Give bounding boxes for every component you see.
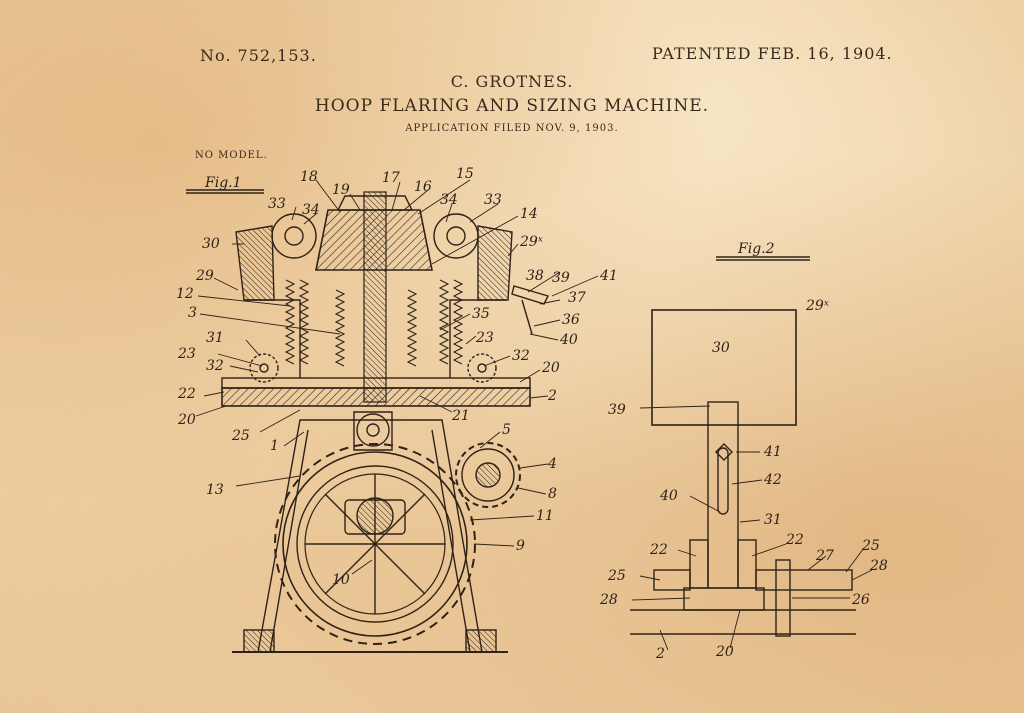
springs <box>284 279 464 367</box>
label-8: 8 <box>548 486 557 502</box>
application-filed: APPLICATION FILED NOV. 9, 1903. <box>405 123 619 134</box>
fig2-label-26: 26 <box>851 592 870 608</box>
fig2-label-28b: 28 <box>869 558 888 574</box>
label-29x: 29ˣ <box>519 234 543 250</box>
pinion-gear <box>455 442 521 508</box>
fig2-label-25a: 25 <box>607 568 626 584</box>
label-23b: 23 <box>475 330 494 346</box>
figure-1-labels: 15 17 16 18 19 33 34 34 33 14 30 29ˣ 29 … <box>176 166 618 588</box>
large-gear <box>274 443 476 645</box>
figure-1: Fig.1 <box>186 175 599 653</box>
label-17: 17 <box>382 170 400 186</box>
fig2-label-30: 30 <box>712 340 730 356</box>
figure-2: Fig.2 <box>630 241 873 651</box>
fig1-title: Fig.1 <box>204 175 242 191</box>
fig2-label-41: 41 <box>763 444 782 460</box>
label-36: 36 <box>562 312 580 328</box>
label-12: 12 <box>176 286 194 302</box>
label-40: 40 <box>559 332 578 348</box>
label-20a: 20 <box>541 360 560 376</box>
label-31: 31 <box>206 330 224 346</box>
label-37: 37 <box>568 290 586 306</box>
label-29: 29 <box>195 268 214 284</box>
patent-date: PATENTED FEB. 16, 1904. <box>652 44 893 63</box>
fig2-label-40: 40 <box>659 488 678 504</box>
label-38: 38 <box>526 268 544 284</box>
fig2-title: Fig.2 <box>737 241 775 257</box>
fig2-label-31: 31 <box>764 512 782 528</box>
label-16: 16 <box>414 179 432 195</box>
fig2-label-28a: 28 <box>599 592 618 608</box>
label-3: 3 <box>188 305 197 321</box>
label-33a: 33 <box>268 196 286 212</box>
fig2-label-22b: 22 <box>785 532 804 548</box>
label-19: 19 <box>332 182 350 198</box>
label-11: 11 <box>536 508 554 524</box>
label-1: 1 <box>270 438 279 454</box>
label-25: 25 <box>231 428 250 444</box>
patent-title: HOOP FLARING AND SIZING MACHINE. <box>314 96 710 116</box>
label-41: 41 <box>599 268 618 284</box>
label-21: 21 <box>451 408 470 424</box>
label-32b: 32 <box>512 348 530 364</box>
label-15: 15 <box>456 166 474 182</box>
label-9: 9 <box>516 538 525 554</box>
label-35: 35 <box>472 306 490 322</box>
fig2-label-2: 2 <box>655 646 665 662</box>
label-2: 2 <box>547 388 557 404</box>
fig2-label-20: 20 <box>715 644 734 660</box>
label-30: 30 <box>202 236 220 252</box>
label-33b: 33 <box>484 192 502 208</box>
label-34b: 34 <box>440 192 458 208</box>
label-39: 39 <box>552 270 570 286</box>
label-23a: 23 <box>177 346 196 362</box>
label-34a: 34 <box>302 202 320 218</box>
label-20b: 20 <box>177 412 196 428</box>
label-22: 22 <box>177 386 196 402</box>
label-13: 13 <box>206 482 224 498</box>
fig2-label-22a: 22 <box>649 542 668 558</box>
fig2-label-25b: 25 <box>861 538 880 554</box>
label-32a: 32 <box>206 358 224 374</box>
label-18: 18 <box>300 169 318 185</box>
label-14: 14 <box>520 206 538 222</box>
label-5: 5 <box>502 422 511 438</box>
fig2-label-29x: 29ˣ <box>805 298 829 314</box>
patent-number: No. 752,153. <box>200 46 317 65</box>
label-10: 10 <box>332 572 350 588</box>
model-note: NO MODEL. <box>195 150 268 161</box>
inventor-name: C. GROTNES. <box>450 72 574 91</box>
label-4: 4 <box>547 456 557 472</box>
fig2-label-27: 27 <box>815 548 834 564</box>
fig2-label-42: 42 <box>763 472 782 488</box>
fig2-label-39: 39 <box>608 402 626 418</box>
figure-2-labels: 29ˣ 30 39 41 42 40 31 22 22 27 25 25 28 … <box>599 298 888 662</box>
